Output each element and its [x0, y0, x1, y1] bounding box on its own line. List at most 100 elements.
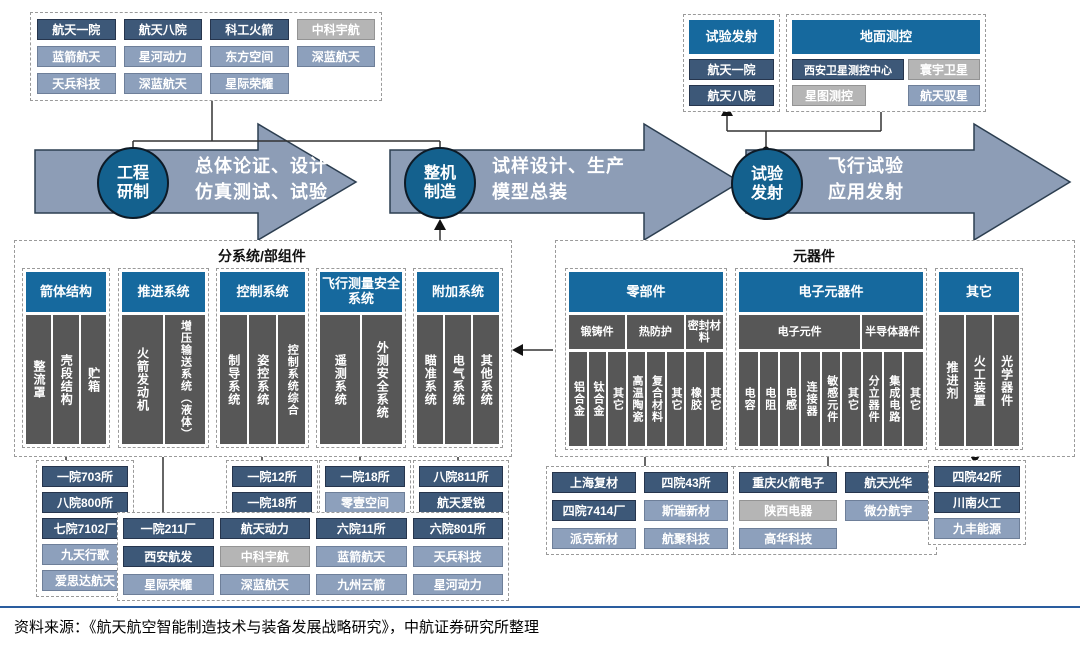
company-node: 高华科技 — [739, 528, 838, 549]
company-node: 中科宇航 — [219, 546, 310, 567]
company-node: 微分航宇 — [845, 500, 931, 521]
company-node: 西安卫星测控中心 — [792, 59, 904, 80]
phase-circle-line: 试验 — [750, 165, 783, 183]
company-node: 星图测控 — [792, 85, 866, 106]
phase-desc-engineering: 总体论证、设计 仿真测试、试验 — [195, 153, 328, 205]
company-node: 深蓝航天 — [123, 73, 202, 94]
company-node: 航天八院 — [123, 19, 202, 40]
company-node: 蓝箭航天 — [316, 546, 407, 567]
component-item: 集成电路 — [883, 352, 903, 446]
suppliers-parts: 上海复材 四院7414厂 派克新材 四院43所 斯瑞新材 航聚科技 — [546, 466, 734, 555]
subsystem-item: 控制系统综合 — [278, 315, 305, 444]
subsystem-header: 控制系统 — [220, 272, 305, 312]
phase-circle-line: 整机 — [423, 164, 456, 182]
company-node: 爱思达航天 — [42, 570, 128, 591]
company-node: 航天一院 — [689, 59, 774, 80]
company-node: 蓝箭航天 — [37, 46, 116, 67]
company-node: 天兵科技 — [37, 73, 116, 94]
subsystem-column-additional: 附加系统 瞄准系统 电气系统 其他系统 — [413, 268, 503, 448]
phase-desc-launch: 飞行试验 应用发射 — [828, 153, 904, 205]
component-item: 铝合金 — [569, 352, 587, 446]
launch-box-title: 试验发射 — [689, 20, 774, 54]
phase-desc-line: 飞行试验 — [828, 156, 904, 176]
company-node: 寰宇卫星 — [908, 59, 980, 80]
subsystem-column-body-structure: 箭体结构 整流罩 壳段结构 贮箱 — [22, 268, 110, 448]
company-node: 四院42所 — [934, 466, 1020, 487]
source-note: 资料来源：《航天航空智能制造技术与装备发展战略研究》，中航证券研究所整理 — [14, 620, 540, 636]
component-header: 零部件 — [569, 272, 723, 312]
suppliers-propulsion: 一院211厂 西安航发 星际荣耀 航天动力 中科宇航 深蓝航天 六院11所 蓝箭… — [117, 512, 509, 601]
component-subheader: 半导体器件 — [862, 315, 923, 349]
phase-circle-line: 工程 — [116, 164, 149, 182]
subsystem-header: 箭体结构 — [26, 272, 106, 312]
company-node: 东方空间 — [210, 46, 289, 67]
company-node: 西安航发 — [123, 546, 214, 567]
company-node: 一院211厂 — [123, 518, 214, 539]
component-item: 电阻 — [759, 352, 779, 446]
component-item: 电感 — [780, 352, 800, 446]
component-item: 电容 — [739, 352, 758, 446]
connector-paths — [65, 97, 976, 513]
suppliers-other: 四院42所 川南火工 九丰能源 — [928, 460, 1026, 545]
subsystem-item: 遥测系统 — [320, 315, 360, 444]
company-node: 中科宇航 — [296, 19, 375, 40]
company-node: 深蓝航天 — [219, 574, 310, 595]
phase-desc-line: 模型总装 — [492, 182, 568, 203]
phase-desc-line: 试样设计、生产 — [492, 156, 625, 176]
component-item: 火工装置 — [966, 315, 992, 446]
phase-circle-engineering: 工程 研制 — [97, 147, 169, 219]
subsystem-header: 推进系统 — [122, 272, 205, 312]
component-item: 其它 — [608, 352, 626, 446]
component-subheader: 锻铸件 — [569, 315, 626, 349]
company-node: 一院703所 — [42, 466, 128, 487]
component-group-other: 其它 推进剂 火工装置 光学器件 — [935, 268, 1023, 450]
subsystem-item: 其他系统 — [473, 315, 499, 444]
components-title: 元器件 — [793, 248, 835, 264]
component-header: 其它 — [939, 272, 1019, 312]
ground-box-title: 地面测控 — [792, 20, 980, 54]
phase-circle-manufacturing: 整机 制造 — [404, 147, 476, 219]
company-node: 一院18所 — [325, 466, 405, 487]
company-node: 八院811所 — [419, 466, 503, 487]
subsystem-column-flight-safety: 飞行测量安全系统 遥测系统 外测安全系统 — [316, 268, 406, 448]
company-node: 一院12所 — [232, 466, 312, 487]
phase-circle-line: 研制 — [116, 184, 149, 201]
company-node: 六院11所 — [316, 518, 407, 539]
company-node: 九州云箭 — [316, 574, 407, 595]
company-node: 天兵科技 — [412, 546, 503, 567]
subsystem-item: 贮箱 — [80, 315, 106, 444]
company-node: 四院7414厂 — [552, 500, 636, 521]
suppliers-electronics: 重庆火箭电子 陕西电器 高华科技 航天光华 微分航宇 — [733, 466, 937, 555]
engineering-companies-box: 航天一院 航天八院 科工火箭 中科宇航 蓝箭航天 星河动力 东方空间 深蓝航天 … — [30, 12, 382, 101]
subsystem-item: 瞄准系统 — [417, 315, 443, 444]
subsystem-header: 附加系统 — [417, 272, 499, 312]
company-node: 陕西电器 — [739, 500, 838, 521]
company-node: 上海复材 — [552, 472, 636, 493]
company-node: 星际荣耀 — [210, 73, 289, 94]
company-node: 航天驭星 — [908, 85, 980, 106]
company-node: 一院18所 — [232, 492, 312, 513]
component-item: 光学器件 — [993, 315, 1019, 446]
subsystem-item: 增压输送系统（液体） — [164, 315, 205, 444]
component-item: 钛合金 — [588, 352, 606, 446]
company-node: 航天一院 — [37, 19, 116, 40]
subsystem-header: 飞行测量安全系统 — [320, 272, 402, 312]
subsystem-column-control: 控制系统 制导系统 姿控系统 控制系统综合 — [216, 268, 309, 448]
component-item: 其它 — [705, 352, 723, 446]
suppliers-flight-safety: 一院18所 零壹空间 — [319, 460, 411, 519]
subsystem-item: 制导系统 — [220, 315, 247, 444]
company-node: 九天行歌 — [42, 544, 128, 565]
company-node: 川南火工 — [934, 492, 1020, 513]
subsystem-item: 姿控系统 — [249, 315, 276, 444]
component-group-electronics: 电子元器件 电子元件 半导体器件 电容 电阻 电感 连接器 敏感元件 其它 分立… — [735, 268, 927, 450]
company-node: 九丰能源 — [934, 518, 1020, 539]
phase-desc-line: 总体论证、设计 — [195, 156, 328, 176]
component-item: 橡胶 — [686, 352, 704, 446]
company-node: 星际荣耀 — [123, 574, 214, 595]
company-node: 航天八院 — [689, 85, 774, 106]
phase-circle-line: 发射 — [750, 185, 783, 202]
subsystem-item: 外测安全系统 — [362, 315, 402, 444]
suppliers-additional: 八院811所 航天爱锐 — [413, 460, 509, 519]
component-item: 复合材料 — [647, 352, 665, 446]
suppliers-control: 一院12所 一院18所 — [226, 460, 318, 519]
